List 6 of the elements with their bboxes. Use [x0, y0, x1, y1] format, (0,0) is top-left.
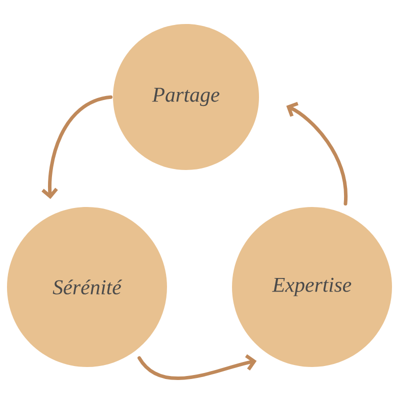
curved-arrow [138, 354, 257, 380]
curved-arrow [42, 95, 113, 199]
circle-node: Expertise [232, 207, 392, 367]
curved-arrow [286, 102, 348, 206]
circle-node: Sérénité [7, 207, 167, 367]
circle-node: Partage [113, 24, 259, 170]
